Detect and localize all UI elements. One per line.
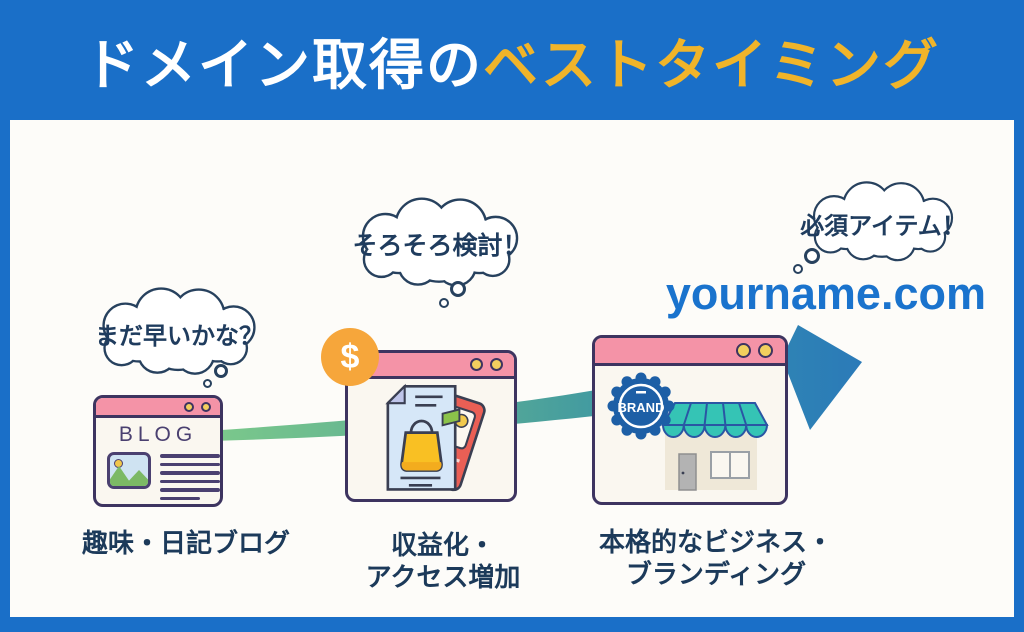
bubble-text: 必須アイテム！ (800, 212, 966, 240)
window-control-dot-icon (736, 343, 751, 358)
page-title-white: ドメイン取得の (83, 34, 483, 96)
dollar-sign: $ (340, 337, 360, 376)
thought-bubble-1: まだ早いかな？ (80, 286, 278, 380)
window-control-dot-icon (758, 343, 773, 358)
window-control-dot-icon (470, 358, 483, 371)
storefront-icon (661, 402, 769, 491)
dollar-badge-icon: $ (321, 328, 379, 386)
thought-bubble-2: そろそろ検討！ (332, 196, 548, 292)
storefront-scene: BRAND (607, 372, 769, 491)
bubble-tail-dot (214, 364, 228, 378)
window-control-dot-icon (184, 401, 194, 412)
image-thumbnail-icon (107, 452, 151, 489)
stage-label-3: 本格的なビジネス・ ブランディング (598, 527, 833, 589)
bubble-tail-dot (203, 379, 212, 388)
awning-icon (661, 402, 769, 438)
thought-bubble-3: 必須アイテム！ (776, 180, 990, 266)
brand-badge-label: BRAND (618, 400, 665, 415)
blog-content (96, 447, 220, 500)
blog-window-title: BLOG (118, 423, 198, 446)
header-banner: ドメイン取得のベストタイミング (0, 0, 1024, 120)
shopping-bag-icon (400, 419, 443, 472)
stage-label-2: 収益化・ アクセス増加 (365, 530, 521, 592)
window-control-dot-icon (490, 358, 503, 371)
content-panel: BLOG (10, 120, 1014, 617)
domain-name-text: yourname.com (665, 268, 986, 319)
window-control-dot-icon (201, 401, 211, 412)
brand-seal-icon: BRAND (607, 372, 675, 440)
page-title: ドメイン取得のベストタイミング (84, 20, 940, 100)
stage-label-1: 趣味・日記ブログ (81, 528, 290, 558)
browser-window-blog: BLOG (93, 395, 223, 507)
window-titlebar (96, 398, 220, 418)
bubble-tail-dot (450, 281, 466, 297)
bubble-tail-dot (439, 298, 449, 308)
page-title-yellow: ベストタイミング (482, 34, 941, 96)
window-titlebar (595, 338, 785, 366)
sun-icon (114, 459, 123, 468)
text-lines-icon (160, 452, 220, 500)
bubble-text: まだ早いかな？ (95, 322, 263, 350)
browser-window-shop (345, 350, 517, 502)
shopping-document-icon (385, 383, 486, 492)
price-tag-icon (441, 408, 461, 427)
bubble-tail-dot (793, 264, 803, 274)
browser-window-business: BRAND (592, 335, 788, 505)
bubble-tail-dot (804, 248, 820, 264)
bubble-text: そろそろ検討！ (352, 232, 528, 260)
